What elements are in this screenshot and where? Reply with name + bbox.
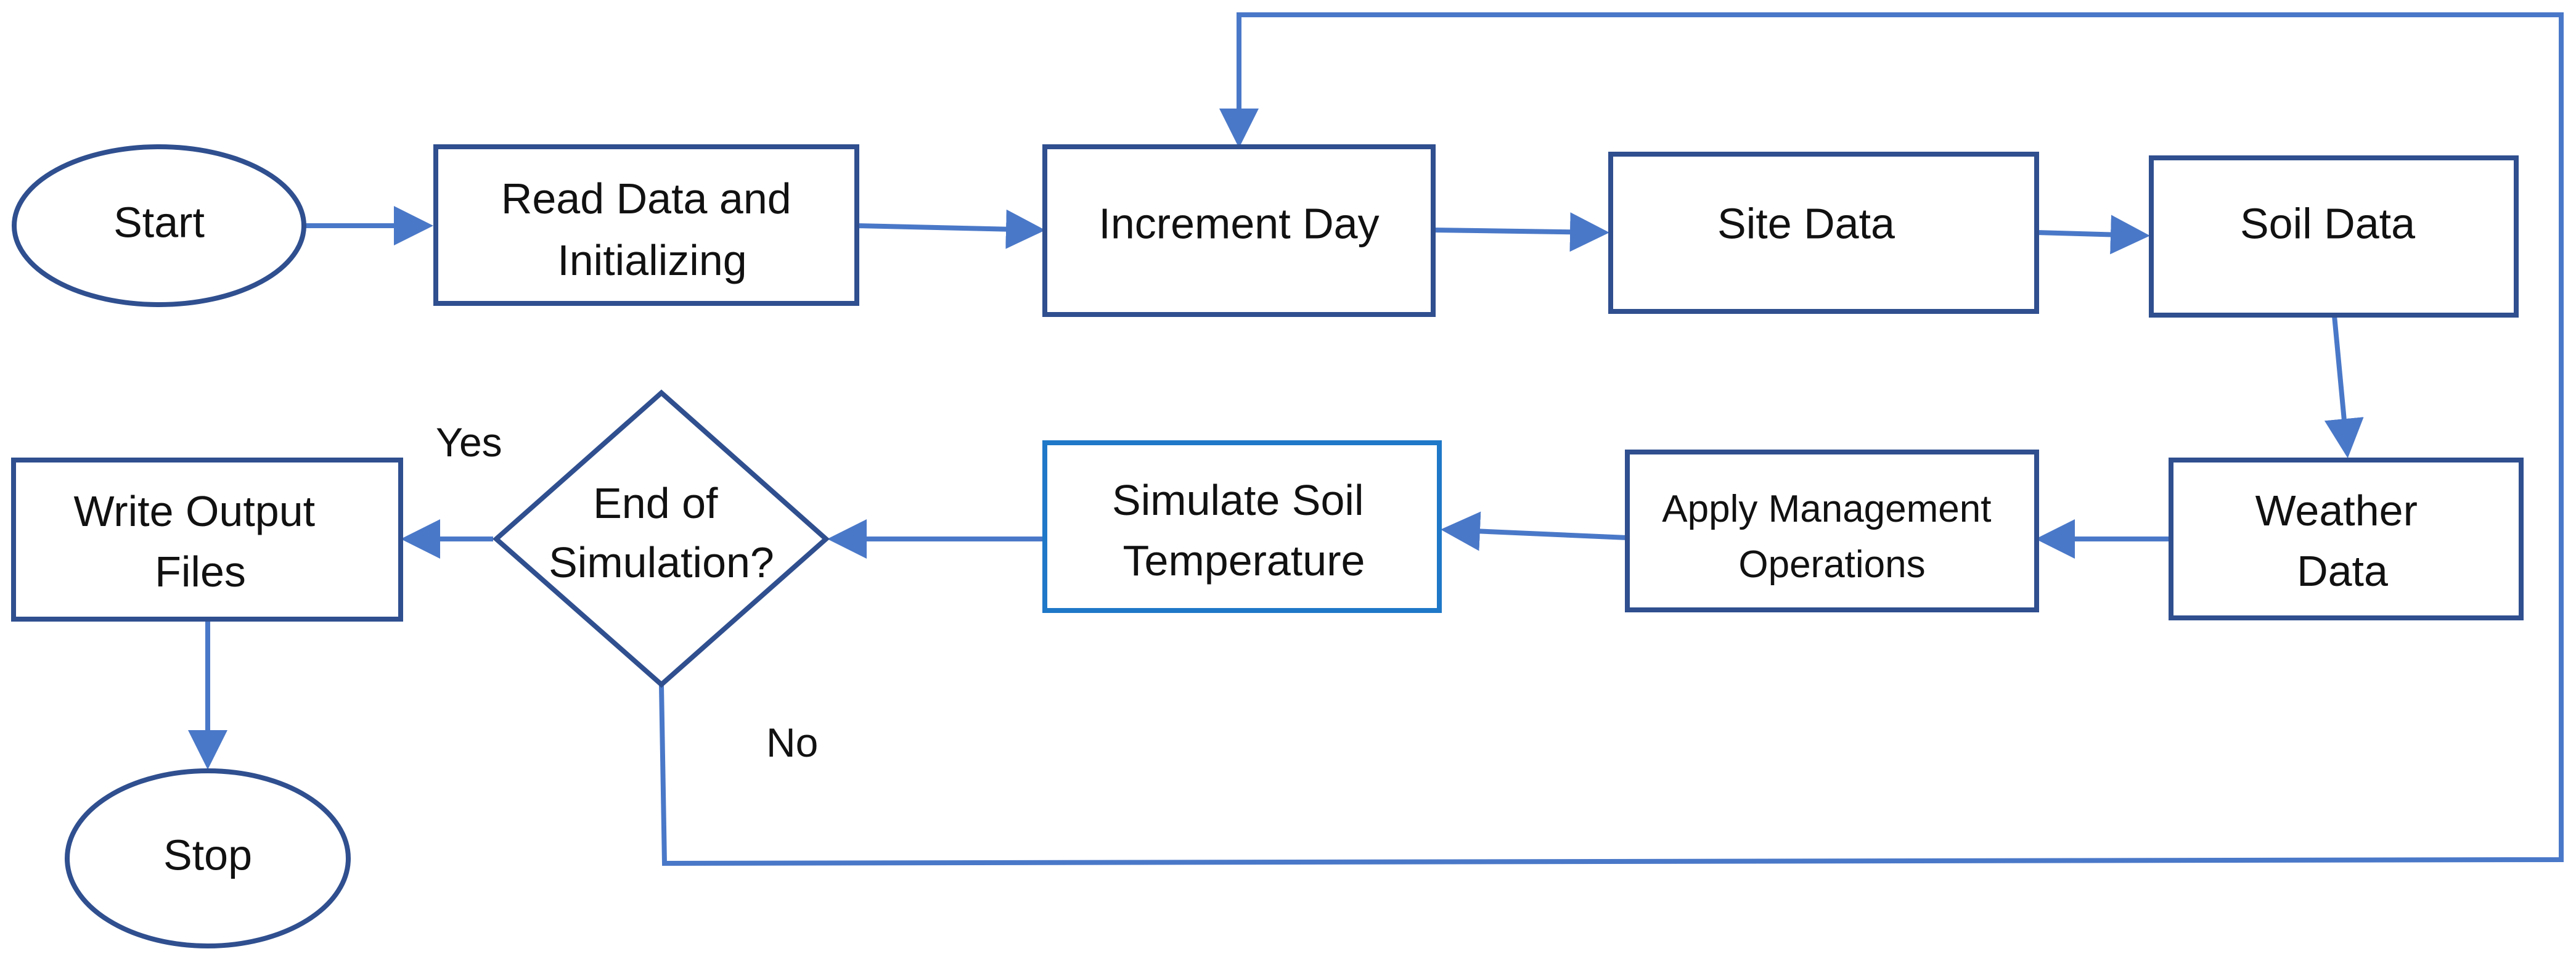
node-stop-label: Stop [163,831,252,879]
node-write-output-files: Write Output Files [11,458,403,622]
node-write-output-label: Write Output Files [73,487,327,596]
node-weather-data: Weather Data [2169,458,2524,620]
node-end-of-simulation-decision: End of Simulation? [492,389,830,688]
edges [188,12,2564,866]
node-soil-data: Soil Data [2149,155,2519,318]
node-site-data: Site Data [1608,152,2039,314]
node-apply-management-label: Apply Management Operations [1662,488,2002,586]
edge-label-no: No [766,720,818,765]
node-site-data-label: Site Data [1717,199,1895,247]
node-simulate-line-2: Temperature [1123,536,1365,585]
node-end-of-simulation-label: End of Simulation? [549,479,774,586]
node-stop: Stop [65,768,351,948]
node-weather-data-line-1: Weather [2255,487,2418,535]
node-apply-management-line-2: Operations [1738,543,1925,586]
node-start: Start [12,144,306,307]
arrow-read-data-to-increment-day [856,209,1045,249]
node-weather-data-label: Weather Data [2255,487,2430,595]
arrow-increment-day-to-site-data [1433,212,1609,252]
node-read-data: Read Data and Initializing [433,144,859,306]
node-write-output-line-1: Write Output [73,487,315,535]
arrow-site-data-to-soil-data [2036,215,2150,255]
node-read-data-line-2: Initializing [557,236,746,284]
node-start-label: Start [113,198,205,246]
arrow-decision-no-loop [659,12,2564,866]
node-simulate-soil-temperature: Simulate Soil Temperature [1042,440,1442,613]
edge-label-yes: Yes [436,419,502,465]
node-simulate-soil-temperature-label: Simulate Soil Temperature [1112,476,1376,585]
node-increment-day-label: Increment Day [1098,199,1379,247]
node-weather-data-line-2: Data [2297,547,2388,595]
node-read-data-line-1: Read Data and [501,175,791,223]
node-read-data-label: Read Data and Initializing [501,175,803,284]
node-apply-management-line-1: Apply Management [1662,488,1991,530]
node-soil-data-label: Soil Data [2240,199,2415,247]
node-write-output-line-2: Files [155,548,246,596]
node-increment-day: Increment Day [1042,144,1436,317]
node-end-of-simulation-line-2: Simulation? [549,538,774,586]
arrow-apply-management-to-simulate [1441,511,1628,551]
node-simulate-line-1: Simulate Soil [1112,476,1364,524]
node-end-of-simulation-line-1: End of [593,479,718,527]
arrow-soil-data-to-weather-data [2324,315,2364,458]
node-apply-management: Apply Management Operations [1625,450,2039,612]
